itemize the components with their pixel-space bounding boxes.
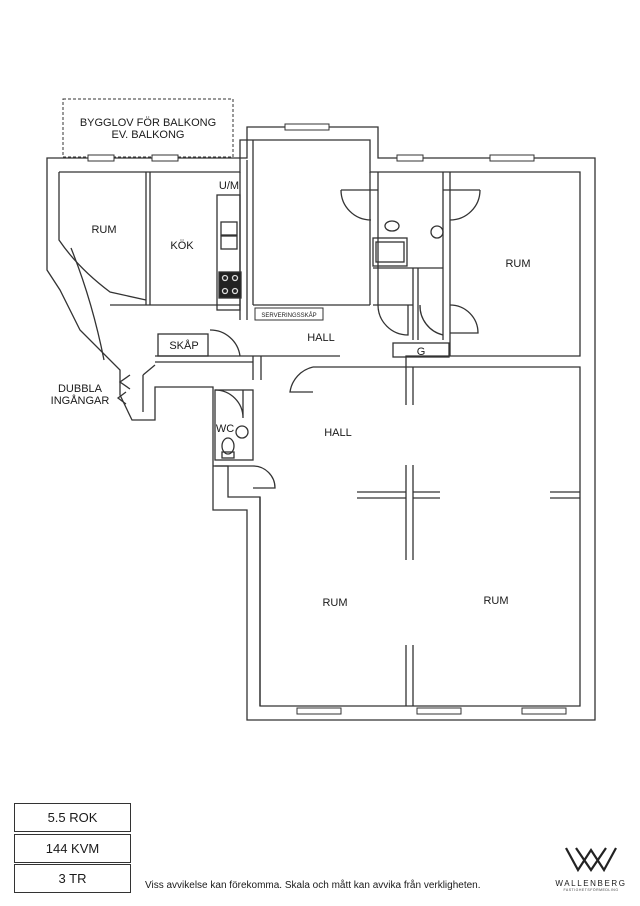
rum-nw-curve (58, 172, 147, 301)
floor-plan: BYGGLOV FÖR BALKONG EV. BALKONG RUM KÖK … (46, 98, 596, 721)
balcony-outline (62, 98, 234, 158)
outer-wall (46, 126, 596, 721)
room-label-rum-sw: RUM (322, 597, 347, 609)
info-floor: 3 TR (14, 864, 131, 893)
sink-1 (220, 221, 238, 236)
room-label-closet: SKÅP (169, 339, 198, 352)
bathtub (372, 237, 408, 267)
g-closet (392, 342, 450, 358)
inner-wall (59, 139, 581, 707)
balcony-permit-label: BYGGLOV FÖR BALKONG (80, 117, 216, 129)
room-label-wc: WC (216, 423, 234, 435)
room-label-um: U/M (219, 180, 239, 192)
rum-nw-curve-inner (70, 247, 105, 361)
window (489, 154, 535, 162)
room-label-rum-se: RUM (483, 595, 508, 607)
room-label-rum-nw: RUM (91, 224, 116, 236)
info-rooms: 5.5 ROK (14, 803, 131, 832)
sink-2 (220, 235, 238, 250)
brand-subtitle: FASTIGHETSFÖRMEDLING (563, 888, 619, 892)
room-label-g: G (417, 346, 426, 358)
brand-logo-icon (565, 847, 617, 873)
window (151, 154, 179, 162)
toilet (384, 220, 400, 232)
window (521, 707, 567, 715)
window (416, 707, 462, 715)
window (284, 123, 330, 131)
serving-closet (254, 307, 324, 321)
stove (218, 271, 242, 299)
balcony-option-label: EV. BALKONG (112, 129, 185, 141)
brand-logo: WALLENBERG FASTIGHETSFÖRMEDLING (554, 846, 628, 892)
entrance-label-1: DUBBLA (58, 383, 103, 395)
info-area: 144 KVM (14, 834, 131, 863)
entrance-label-2: INGÅNGAR (51, 394, 110, 407)
wc-room (214, 389, 254, 461)
serving-closet-label: SERVERINGSSKÅP (261, 312, 316, 319)
room-label-hall-upper: HALL (307, 332, 335, 344)
kitchen-counter (216, 194, 241, 311)
window (87, 154, 115, 162)
room-label-hall-lower: HALL (324, 427, 352, 439)
disclaimer-text: Viss avvikelse kan förekomma. Skala och … (145, 880, 481, 891)
brand-name: WALLENBERG (555, 879, 627, 888)
closet-box (157, 333, 209, 357)
window (296, 707, 342, 715)
room-label-kitchen: KÖK (170, 240, 194, 252)
basin (430, 225, 444, 239)
room-label-rum-ne: RUM (505, 258, 530, 270)
window (396, 154, 424, 162)
